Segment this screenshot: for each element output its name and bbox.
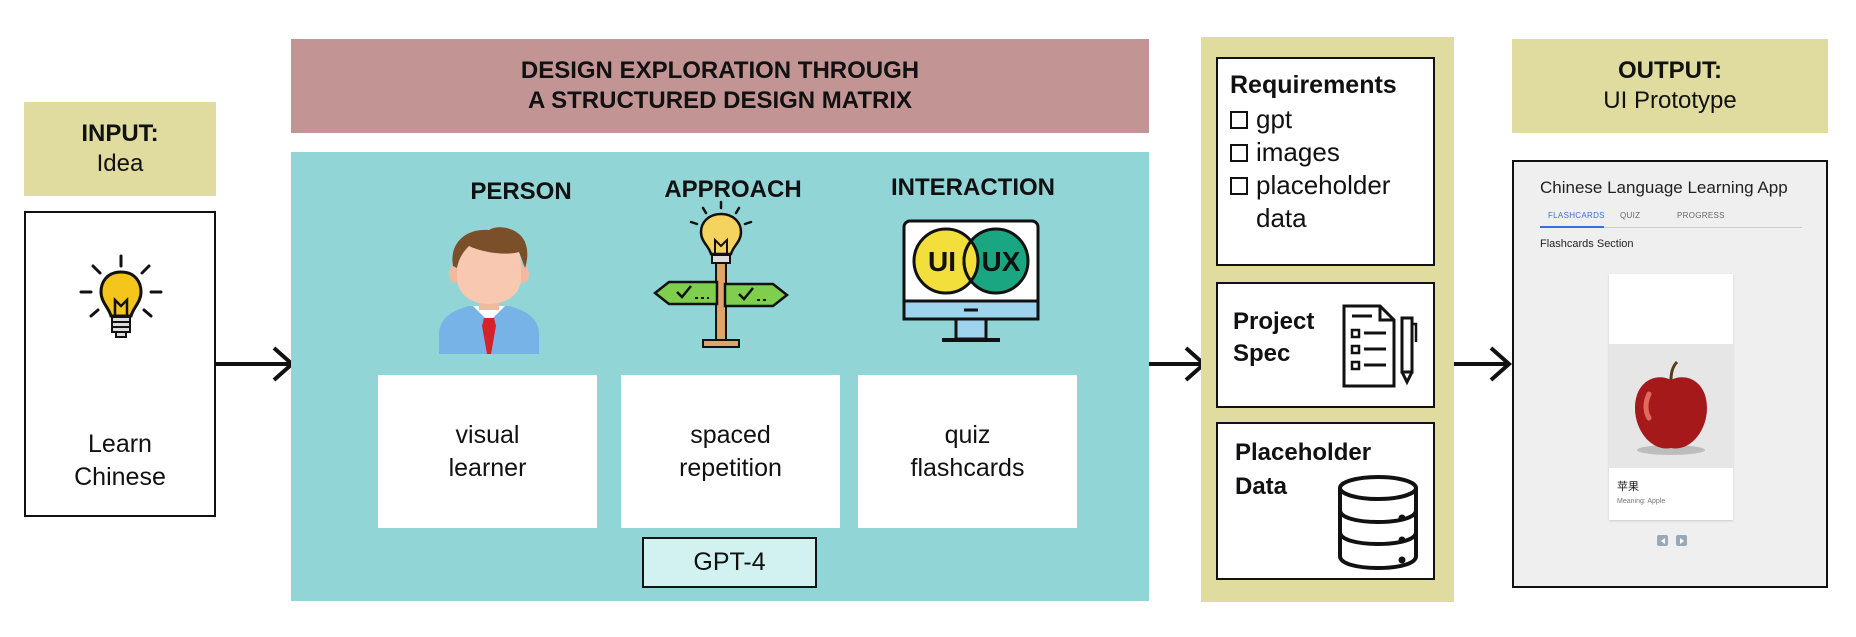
- database-icon: [1336, 474, 1420, 571]
- placeholder-data-line1: Placeholder: [1235, 439, 1372, 466]
- prev-button[interactable]: [1657, 535, 1668, 546]
- input-text-line2: Chinese: [74, 463, 166, 491]
- placeholder-data-box: Placeholder Data: [1216, 422, 1435, 580]
- apple-image: [1609, 344, 1733, 468]
- matrix-header-line2: A STRUCTURED DESIGN MATRIX: [528, 87, 912, 114]
- requirement-item: images: [1230, 136, 1433, 169]
- arrow-right-icon: [216, 344, 296, 384]
- requirement-label: images: [1256, 137, 1340, 167]
- input-label-box: INPUT: Idea: [24, 102, 216, 196]
- arrow-right-icon: [1679, 537, 1684, 544]
- signpost-lightbulb-icon: [651, 200, 791, 348]
- tab-progress[interactable]: PROGRESS: [1677, 211, 1725, 220]
- ui-prototype-screenshot: Chinese Language Learning App FLASHCARDS…: [1512, 160, 1828, 588]
- approach-value-card: spaced repetition: [621, 375, 840, 528]
- interaction-value-line2: flashcards: [910, 453, 1025, 482]
- arrow-right-icon: [1454, 344, 1512, 384]
- approach-value-line2: repetition: [679, 453, 782, 482]
- requirement-label: gpt: [1256, 104, 1293, 134]
- model-label-box: GPT-4: [642, 537, 817, 588]
- arrow-right-icon: [1149, 344, 1207, 384]
- project-spec-line1: Project: [1233, 308, 1315, 335]
- requirement-cont-label: data: [1256, 203, 1307, 233]
- app-title: Chinese Language Learning App: [1540, 178, 1788, 197]
- checkbox-icon: [1230, 177, 1248, 195]
- spec-panel: Requirements gpt images placeholder data…: [1201, 37, 1454, 602]
- requirement-item: gpt: [1230, 103, 1433, 136]
- input-title: INPUT:: [81, 120, 159, 147]
- interaction-value-line1: quiz: [944, 420, 991, 449]
- project-spec-line2: Spec: [1233, 340, 1291, 367]
- matrix-header: DESIGN EXPLORATION THROUGH A STRUCTURED …: [291, 39, 1149, 133]
- person-value-line1: visual: [455, 420, 520, 449]
- tab-quiz[interactable]: QUIZ: [1620, 211, 1641, 220]
- approach-value-line1: spaced: [690, 420, 771, 449]
- section-title: Flashcards Section: [1540, 238, 1634, 250]
- output-title: OUTPUT:: [1618, 57, 1722, 84]
- ux-label: UX: [982, 246, 1021, 277]
- arrow-left-icon: [1660, 537, 1665, 544]
- ui-label: UI: [928, 246, 956, 277]
- input-idea-box: Learn Chinese: [24, 211, 216, 517]
- person-value-line2: learner: [448, 453, 527, 482]
- document-checklist-icon: [1336, 302, 1420, 390]
- interaction-value-card: quiz flashcards: [858, 375, 1077, 528]
- requirements-title: Requirements: [1230, 71, 1397, 99]
- next-button[interactable]: [1676, 535, 1687, 546]
- monitor-ui-ux-icon: UI UX: [902, 219, 1040, 353]
- requirement-continuation: data: [1230, 202, 1433, 235]
- person-value-card: visual learner: [378, 375, 597, 528]
- card-meaning: Meaning: Apple: [1617, 498, 1666, 505]
- requirement-label: placeholder: [1256, 170, 1391, 200]
- requirement-item: placeholder: [1230, 169, 1433, 202]
- card-word: 苹果: [1617, 480, 1639, 493]
- lightbulb-icon: [79, 254, 163, 344]
- person-title: PERSON: [470, 178, 572, 205]
- input-subtitle: Idea: [96, 150, 144, 177]
- requirements-box: Requirements gpt images placeholder data: [1216, 57, 1435, 266]
- interaction-title: INTERACTION: [891, 174, 1055, 201]
- person-icon: [429, 222, 549, 354]
- flashcard[interactable]: 苹果 Meaning: Apple: [1609, 274, 1733, 520]
- tab-flashcards[interactable]: FLASHCARDS: [1548, 211, 1605, 220]
- model-label: GPT-4: [693, 548, 766, 576]
- tab-active-indicator: [1540, 226, 1604, 228]
- project-spec-box: Project Spec: [1216, 282, 1435, 408]
- output-label-box: OUTPUT: UI Prototype: [1512, 39, 1828, 133]
- placeholder-data-line2: Data: [1235, 473, 1288, 500]
- approach-title: APPROACH: [664, 176, 802, 203]
- output-subtitle: UI Prototype: [1603, 87, 1737, 114]
- matrix-panel: PERSON APPROACH INTERACTION: [291, 152, 1149, 601]
- input-text-line1: Learn: [88, 430, 152, 458]
- checkbox-icon: [1230, 111, 1248, 129]
- checkbox-icon: [1230, 144, 1248, 162]
- matrix-header-line1: DESIGN EXPLORATION THROUGH: [520, 57, 920, 84]
